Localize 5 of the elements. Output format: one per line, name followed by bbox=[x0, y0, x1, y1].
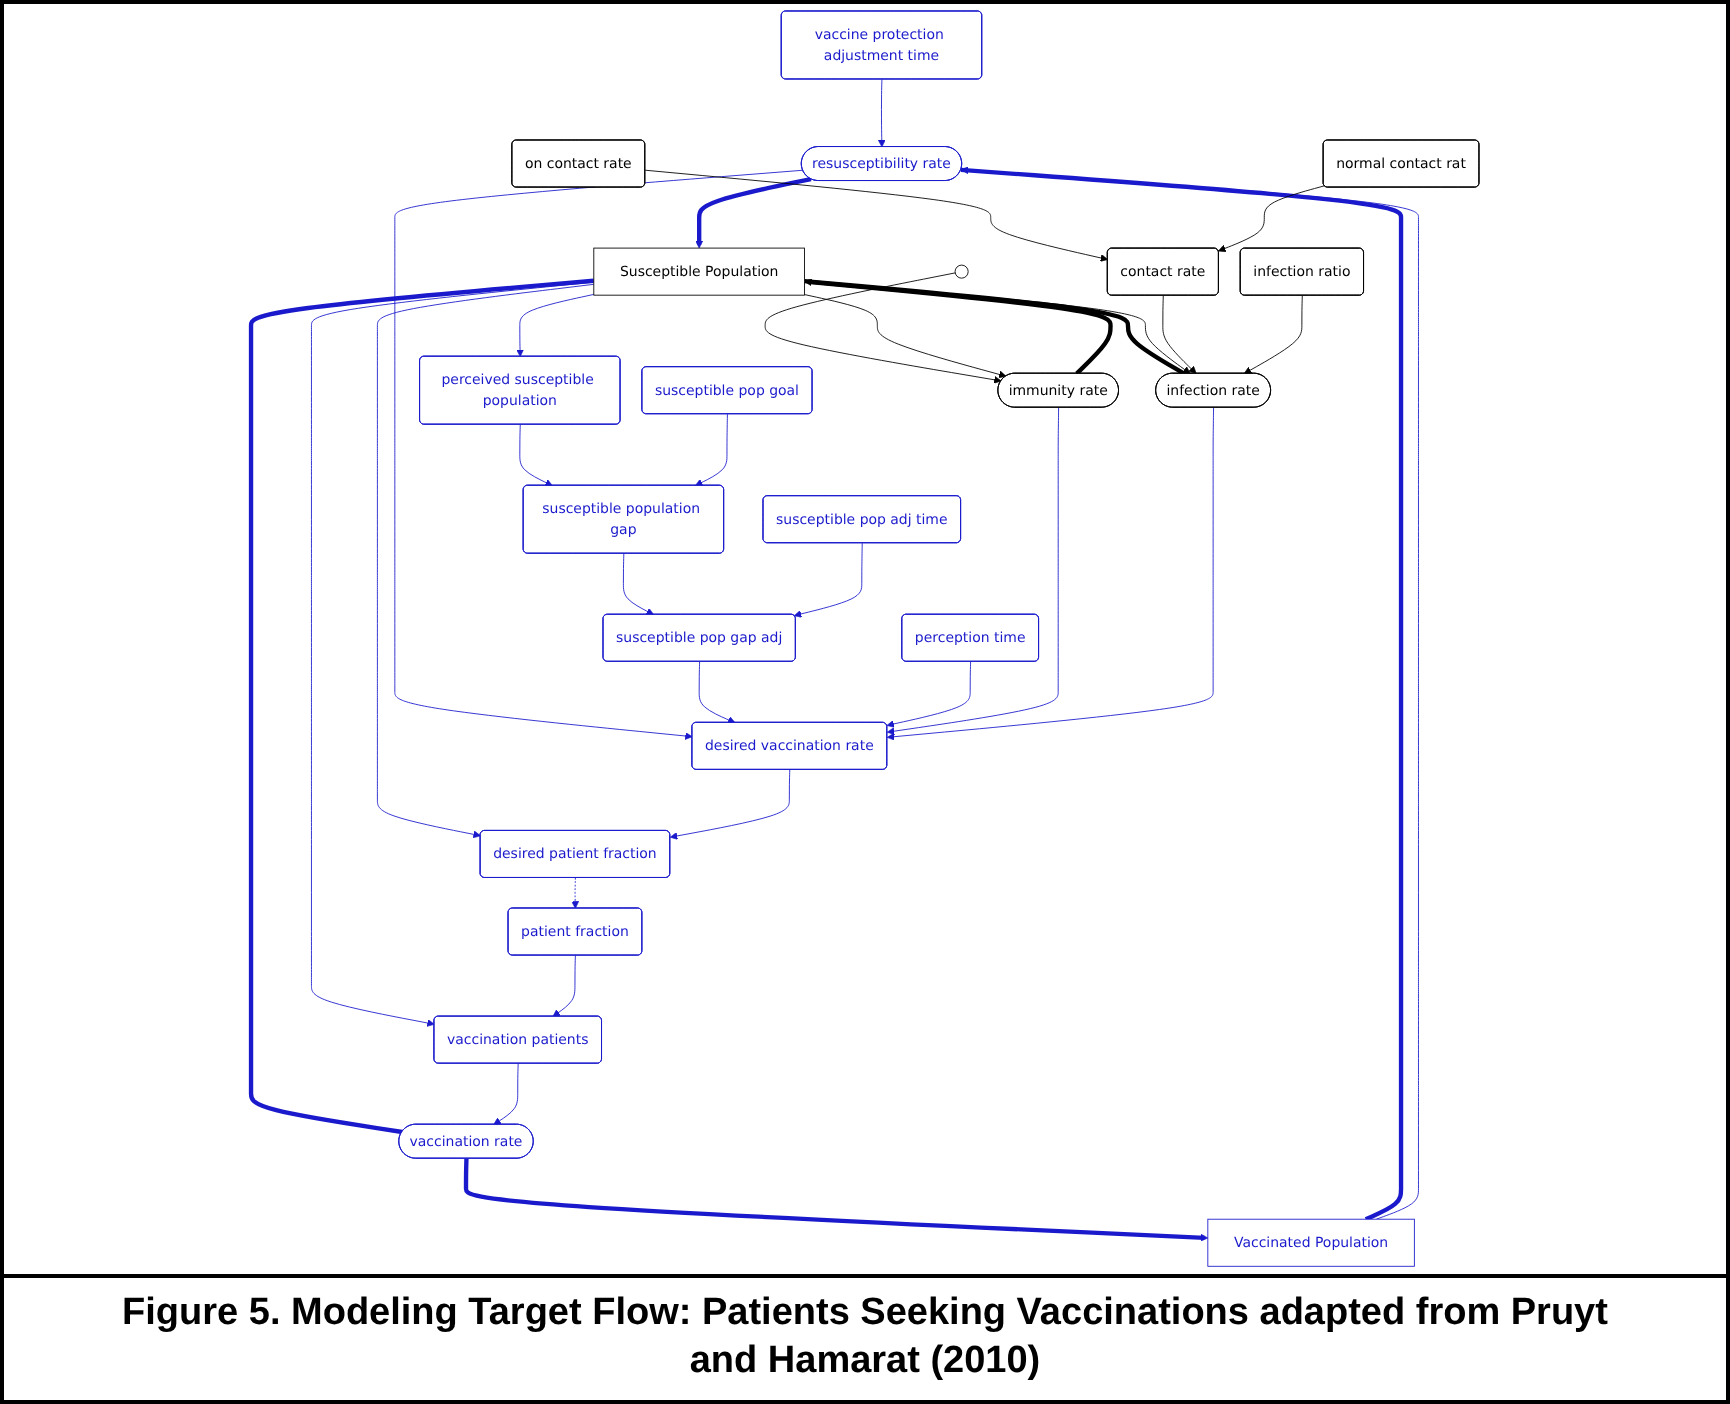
arrow bbox=[695, 176, 812, 249]
arrow bbox=[463, 1158, 1209, 1242]
arrow bbox=[804, 278, 1113, 376]
node-circle bbox=[954, 264, 969, 279]
figure-caption: Figure 5. Modeling Target Flow: Patients Seeking Vaccinations adapted from Pruyt and Hamarat (2010) bbox=[120, 1289, 1610, 1387]
